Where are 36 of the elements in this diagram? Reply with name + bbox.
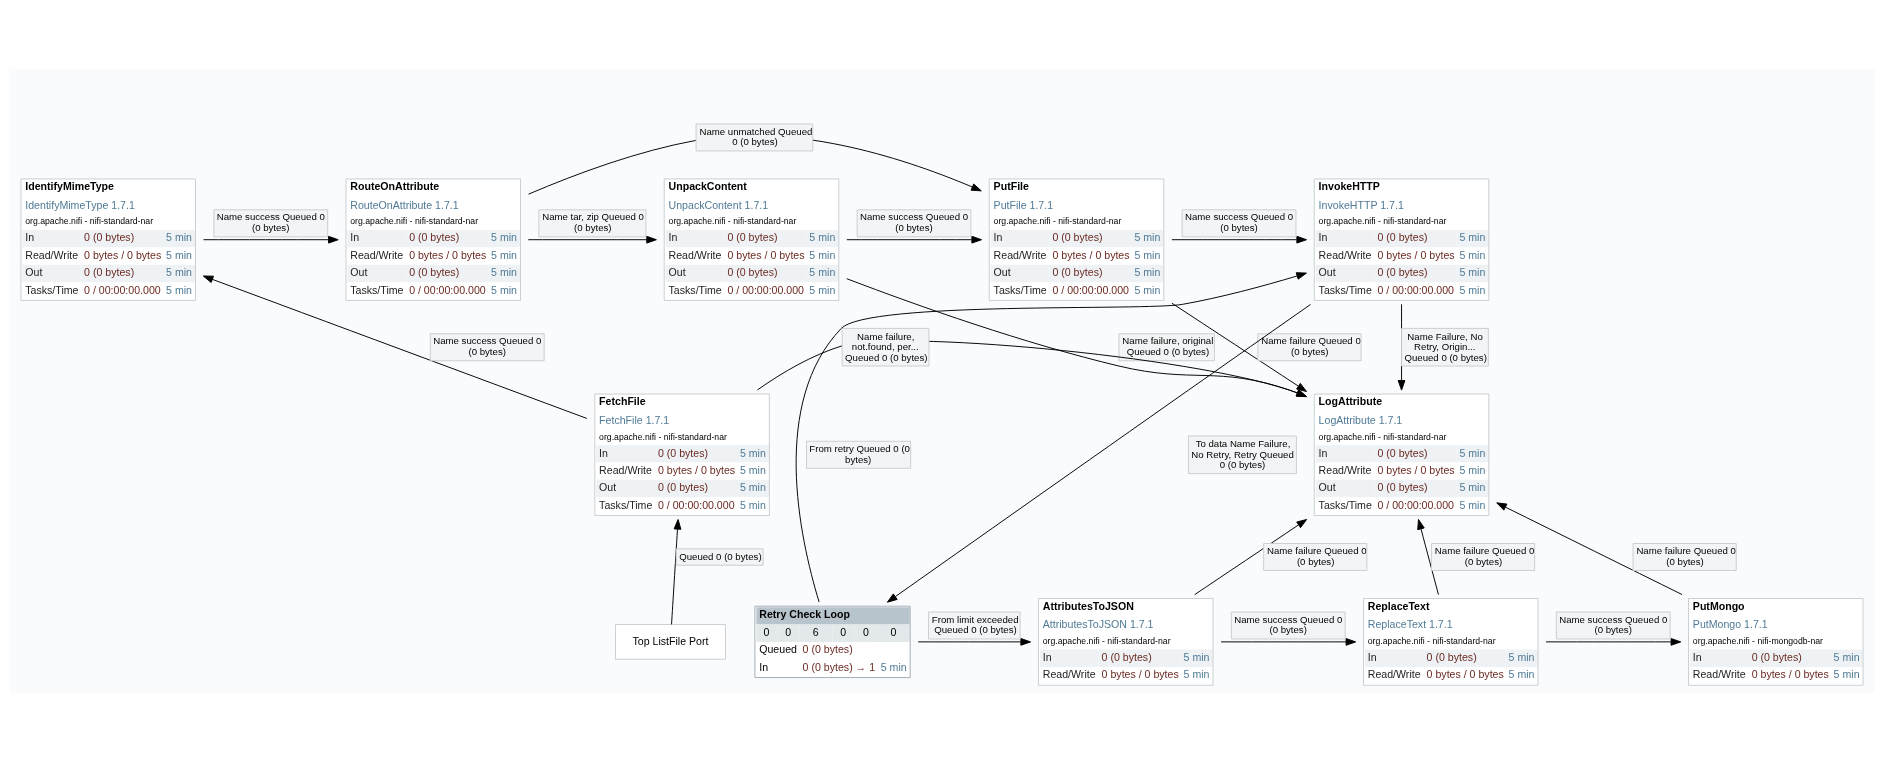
edge-label: Name failure Queued 0 (0 bytes) [1434, 545, 1535, 567]
edge-label: Name failure Queued 0 (0 bytes) [1261, 335, 1361, 357]
arrow [1171, 302, 1307, 392]
edge-label: Name failure Queued 0 (0 bytes) [1636, 545, 1736, 567]
edge-label: To data Name Failure, No Retry, Retry Queued 0 (0 bytes) [1191, 438, 1294, 471]
arrow [671, 519, 682, 625]
edge-label: Name success Queued 0 (0 bytes) [860, 211, 969, 234]
edge-label: Name success Queued 0 (0 bytes) [1234, 613, 1343, 636]
arrow [846, 235, 982, 244]
edge-label: From limit exceeded Queued 0 (0 bytes) [931, 613, 1019, 636]
edge-label: Name success Queued 0 (0 bytes) [1559, 613, 1668, 636]
edge-label: Name failure, not.found, per... Queued 0 (0 bytes) [845, 330, 928, 363]
arrow [846, 278, 1307, 398]
edge-label: Name success Queued 0 (0 bytes) [1185, 211, 1294, 234]
arrow [527, 235, 657, 244]
arrow [202, 275, 588, 419]
edge-label: Name success Queued 0 (0 bytes) [433, 335, 542, 357]
edge-label: Name Failure, No Retry, Origin... Queued 0 (0 bytes) [1404, 330, 1487, 363]
arrow [917, 638, 1031, 646]
edge-label: Name failure Queued 0 (0 bytes) [1267, 545, 1367, 567]
arrow [1496, 502, 1683, 595]
arrow [1545, 638, 1682, 646]
arrow [203, 235, 339, 244]
arrow [1194, 519, 1308, 596]
arrow [1417, 519, 1439, 596]
arrow [1171, 235, 1307, 244]
arrow [1220, 638, 1357, 646]
arrow [886, 303, 1311, 603]
edge-label: Name unmatched Queued 0 (0 bytes) [699, 125, 813, 148]
edge-label: From retry Queued 0 (0 bytes) [809, 442, 910, 465]
edge-label: Name tar, zip Queued 0 (0 bytes) [542, 211, 644, 234]
edge-label: Queued 0 (0 bytes) [679, 550, 762, 562]
node-box: Top ListFile Port [615, 624, 726, 660]
arrow [795, 272, 1307, 603]
edge-label: Name success Queued 0 (0 bytes) [216, 211, 325, 234]
edge-label: Name failure, original Queued 0 (0 bytes) [1122, 335, 1214, 357]
